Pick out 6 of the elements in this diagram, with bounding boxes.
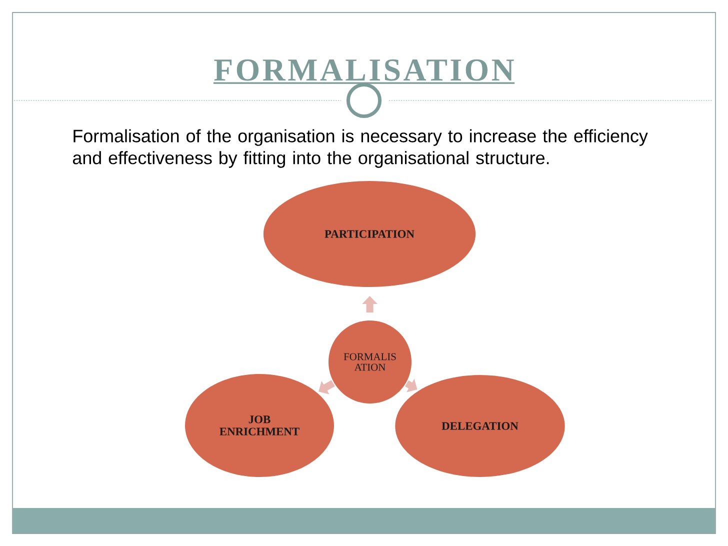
- ellipse-node: PARTICIPATION: [263, 181, 476, 287]
- ellipse-node: JOB ENRICHMENT: [185, 374, 334, 477]
- circle-node: FORMALIS ATION: [328, 320, 412, 404]
- block-arrow: [318, 380, 335, 394]
- ellipse-node: DELEGATION: [395, 375, 565, 477]
- title: FORMALISATION: [213, 59, 515, 84]
